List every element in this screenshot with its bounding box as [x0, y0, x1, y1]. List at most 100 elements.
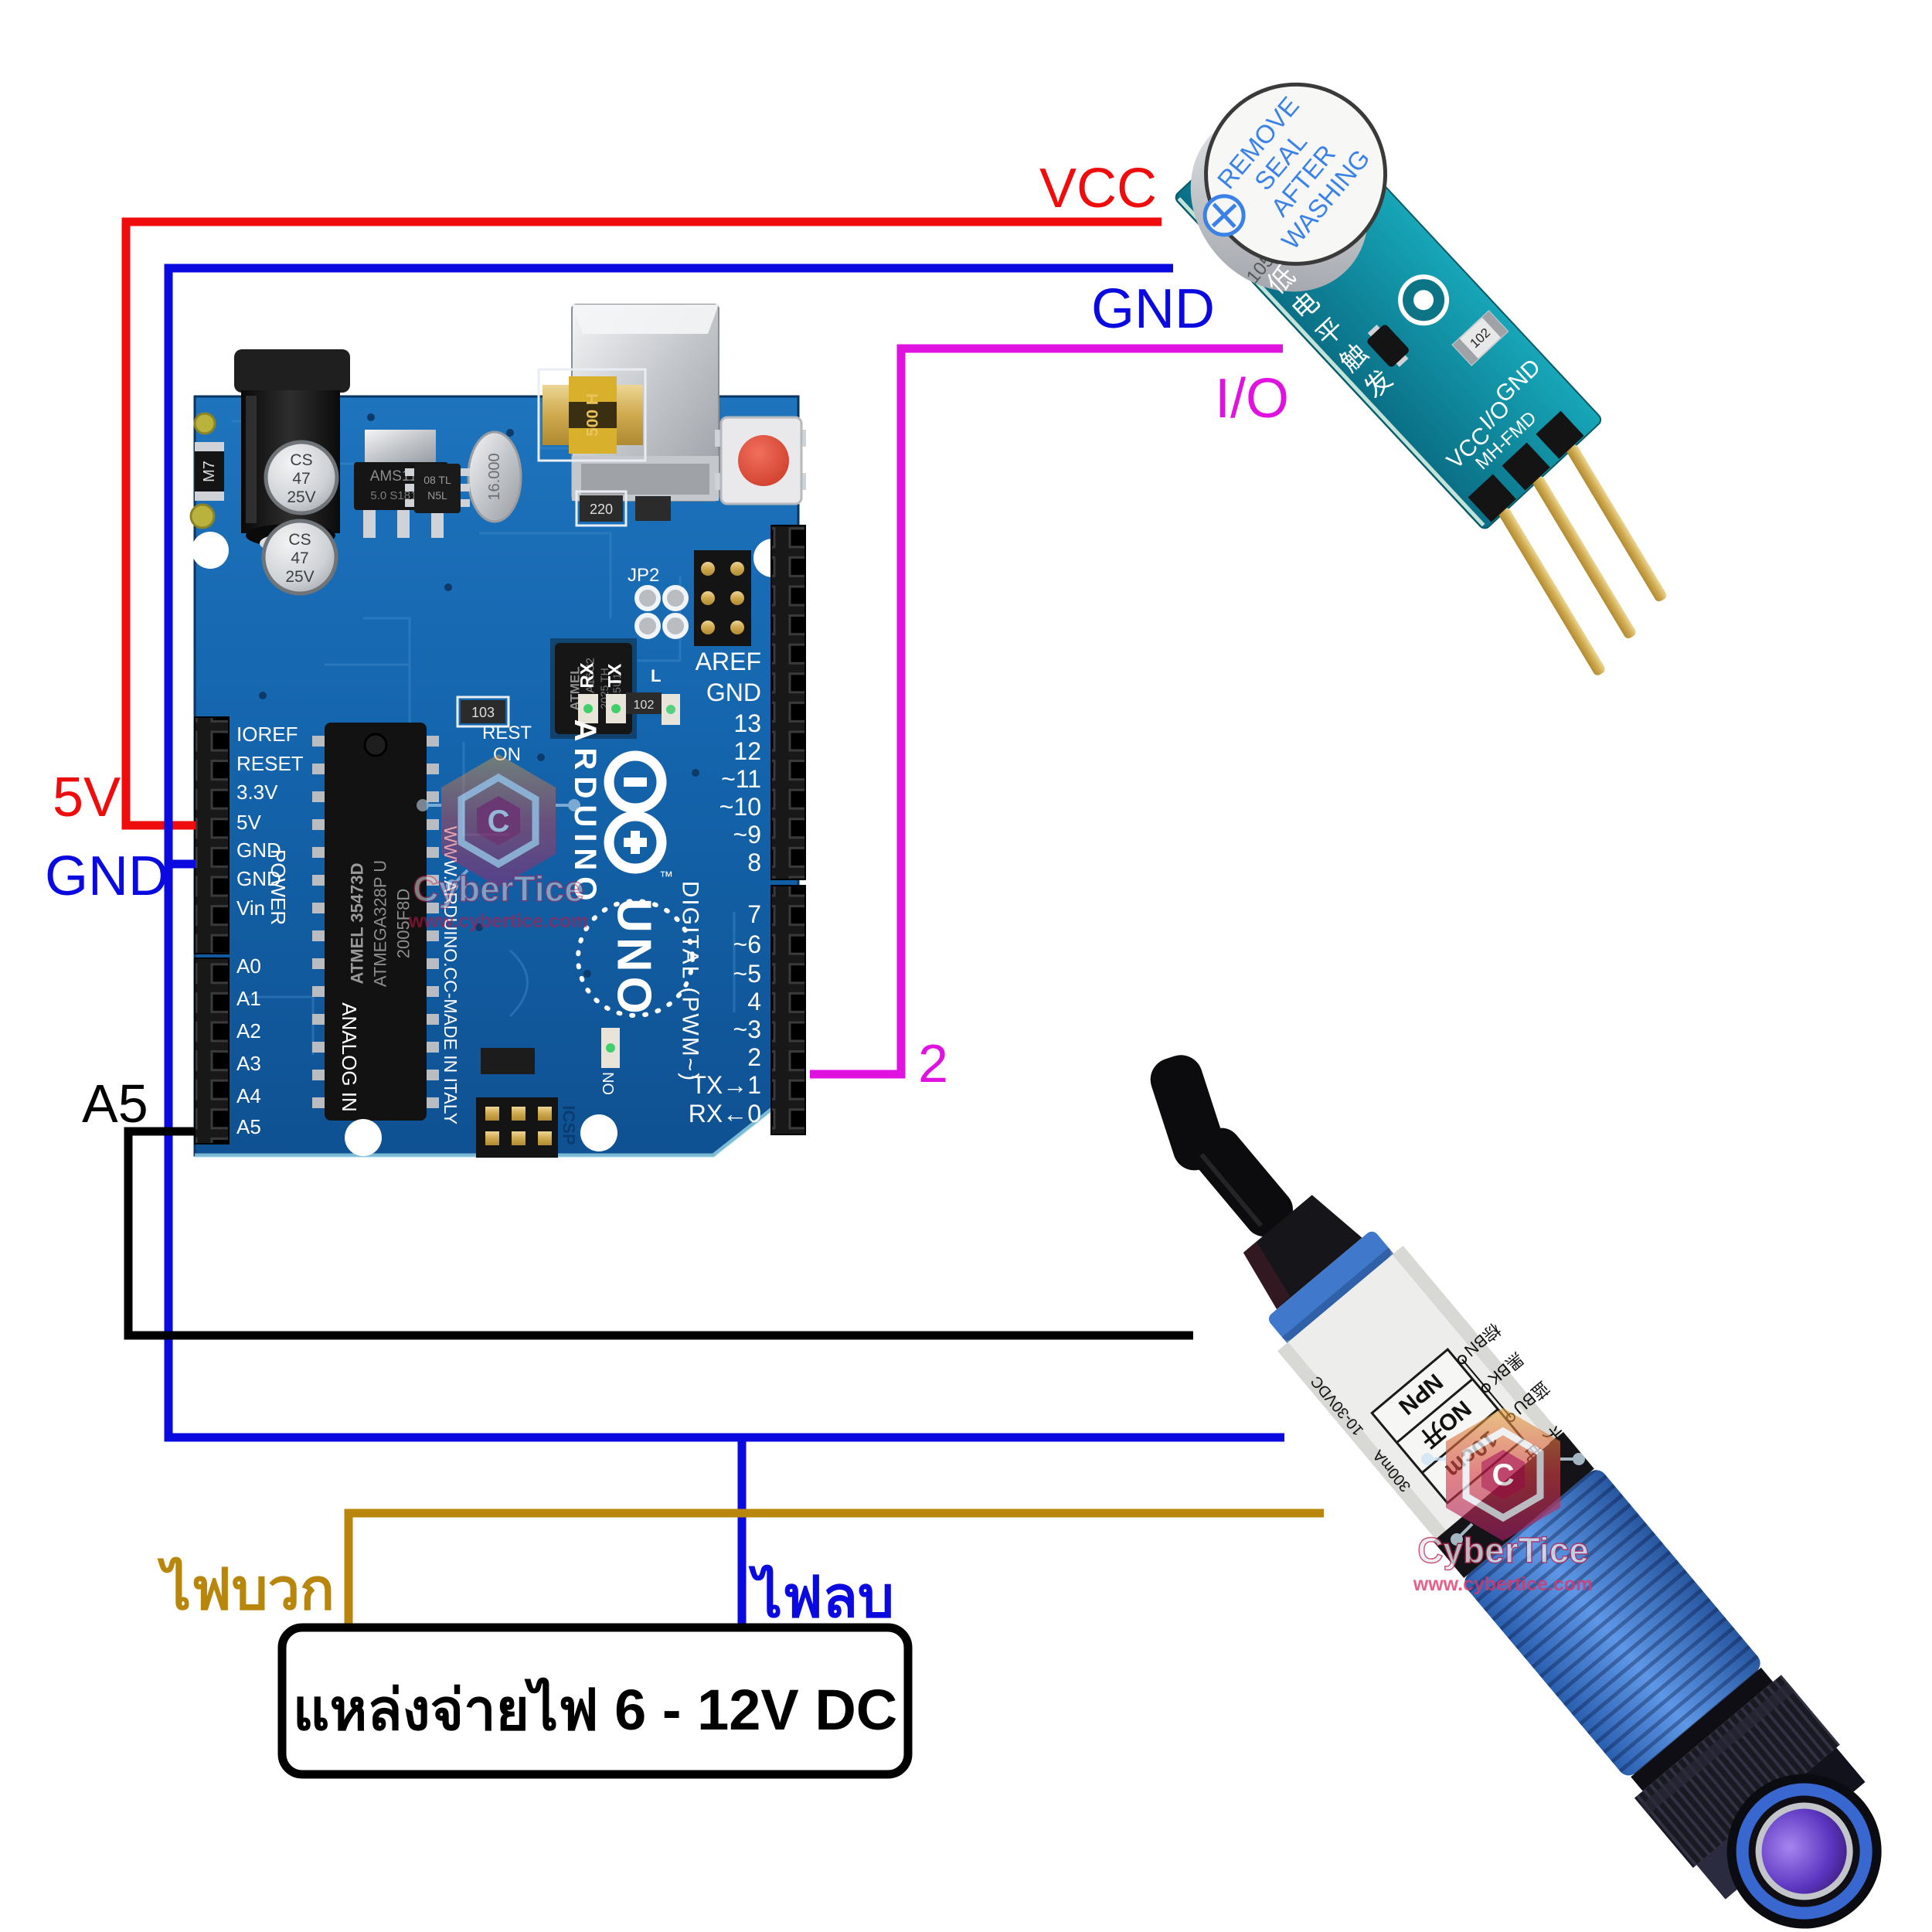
pin-label-6: ~6 [733, 930, 761, 958]
arduino-board: M7 500 H [189, 304, 806, 1158]
sensor-lens [1726, 1774, 1882, 1929]
pin-label-a3: A3 [236, 1052, 261, 1075]
cap-text: 25V [287, 488, 315, 506]
label-gnd-board: GND [45, 845, 168, 907]
power-header [194, 716, 230, 954]
watermark-brand: CyberTice [413, 869, 584, 909]
pcb-vias [259, 413, 699, 978]
power-group-silk: POWER [267, 849, 290, 925]
icsp2-header [694, 550, 751, 646]
pin-label-12: 12 [733, 737, 761, 765]
capacitor-1: CS 47 25V [264, 440, 339, 515]
arduino-logo: ARDUINO ™ UNO [568, 719, 695, 1019]
smd-component [635, 496, 671, 521]
rx-label: RX [577, 662, 598, 688]
smd-component [481, 1048, 535, 1074]
power-pin-labels: IOREF RESET 3.3V 5V GND GND Vin [236, 723, 304, 920]
mounting-hole [192, 532, 229, 569]
watermark-sensor: C CyberTice www.cybertice.com [1413, 1408, 1593, 1595]
pin-label-2: 2 [747, 1043, 761, 1071]
power-supply-box: แหล่งจ่ายไฟ 6 - 12V DC [277, 1623, 913, 1779]
mounting-hole [580, 1114, 617, 1151]
analog-header [194, 957, 230, 1145]
mcu-text: ATMEL 35473D [348, 863, 367, 985]
pin-label-13: 13 [733, 709, 761, 737]
pin-label-a1: A1 [236, 987, 261, 1010]
resistor-array-103: 103 [456, 696, 510, 728]
pin-label-gnd2: GND [236, 867, 281, 890]
tx-label: TX [605, 664, 626, 688]
diode-m7: M7 [195, 442, 224, 501]
pin-label-rx0: RX←0 [689, 1100, 761, 1128]
module-transistor [1367, 325, 1409, 367]
r220-text: 220 [590, 502, 613, 517]
pin-label-a4: A4 [236, 1084, 261, 1107]
power-supply-label: แหล่งจ่ายไฟ 6 - 12V DC [293, 1676, 897, 1742]
mcu-text: ATMEGA328P U [371, 860, 390, 987]
soic-text: 08 TL [423, 474, 451, 486]
jp2-label: JP2 [628, 565, 659, 586]
icsp1-header [476, 1097, 558, 1158]
digital-header-top [770, 525, 806, 880]
digital-group-silk: DIGITAL (PWM~) [678, 881, 703, 1083]
lens-glass [1761, 1808, 1847, 1894]
pin-label-10: ~10 [719, 793, 761, 821]
pin-label-tx1: TX→1 [691, 1071, 761, 1099]
crystal-oscillator: 16.000 [467, 430, 522, 523]
icsp-label: ICSP [560, 1105, 579, 1145]
label-5v: 5V [53, 767, 121, 828]
label-io: I/O [1215, 368, 1289, 430]
r103-text: 103 [471, 705, 495, 720]
pin-label-5v: 5V [236, 811, 261, 834]
cap-text: CS [288, 531, 311, 549]
infinity-bottom-circle [604, 811, 667, 874]
io-signal-wire [810, 344, 1283, 1079]
cap-text: 47 [292, 470, 310, 488]
jp2-pads: JP2 [628, 565, 689, 639]
pin-label-gnd: GND [706, 679, 761, 706]
label-supply-plus: ไฟบวก [157, 1556, 335, 1621]
proximity-sensor: 10cm NO开 NPN 蓝BU 黑BK 棕BN 300mA 10-30VDC … [1150, 1055, 1882, 1929]
watermark-brand: CyberTice [1417, 1530, 1589, 1570]
crystal-label: 16.000 [486, 453, 503, 500]
label-supply-minus: ไฟลบ [748, 1563, 894, 1629]
cap-text: CS [290, 451, 312, 469]
soic8-chip: 08 TL N5L [405, 464, 470, 513]
model-silk: UNO [607, 898, 661, 1019]
reset-button [715, 416, 806, 505]
analog-pin-labels: A0 A1 A2 A3 A4 A5 [236, 954, 261, 1138]
fuse-label: 500 H [584, 393, 602, 437]
reset-button-cap [738, 435, 789, 486]
pin-label-8: 8 [747, 849, 761, 876]
via-pad [189, 503, 216, 529]
buzzer-module: 105 REMOVE SEAL AFTER WASHING 102 [1175, 82, 1667, 675]
vcc-wire [121, 217, 1162, 830]
mcu-text: 2005F8D [394, 889, 413, 959]
label-vcc: VCC [1039, 158, 1157, 219]
infinity-top-circle [604, 750, 667, 814]
pin-label-4: 4 [747, 988, 761, 1015]
sensor-knurled-nut [1634, 1675, 1840, 1869]
pin-label-aref: AREF [696, 648, 761, 675]
digital-pin-labels: AREF GND 13 12 ~11 ~10 ~9 8 7 ~6 ~5 4 ~3… [689, 648, 761, 1128]
watermark-url: www.cybertice.com [408, 910, 589, 932]
cap-text: 47 [291, 549, 308, 567]
pin-label-9: ~9 [733, 821, 761, 849]
label-pin2: 2 [918, 1033, 948, 1094]
sensor-threaded-body [1464, 1470, 1760, 1776]
gnd-wire [164, 264, 1284, 1632]
buzzer: 105 REMOVE SEAL AFTER WASHING [1190, 82, 1388, 292]
polyfuse: 500 H [537, 368, 647, 462]
pin-label-gnd1: GND [236, 838, 281, 862]
polarity-plus-icon [1202, 194, 1246, 237]
rest-silk-1: REST [482, 723, 532, 743]
analog-group-silk: ANALOG IN [338, 1002, 361, 1112]
pin-label-11: ~11 [721, 765, 761, 793]
pin-label-ioref: IOREF [236, 723, 298, 746]
pin-label-a0: A0 [236, 954, 261, 978]
mounting-hole [345, 1119, 382, 1156]
atmega328-chip: ATMEL 35473D ATMEGA328P U 2005F8D [312, 723, 439, 1121]
pin-label-vin: Vin [236, 896, 265, 920]
supply-plus-wire [344, 1509, 1324, 1632]
r102-text: 102 [634, 699, 655, 712]
